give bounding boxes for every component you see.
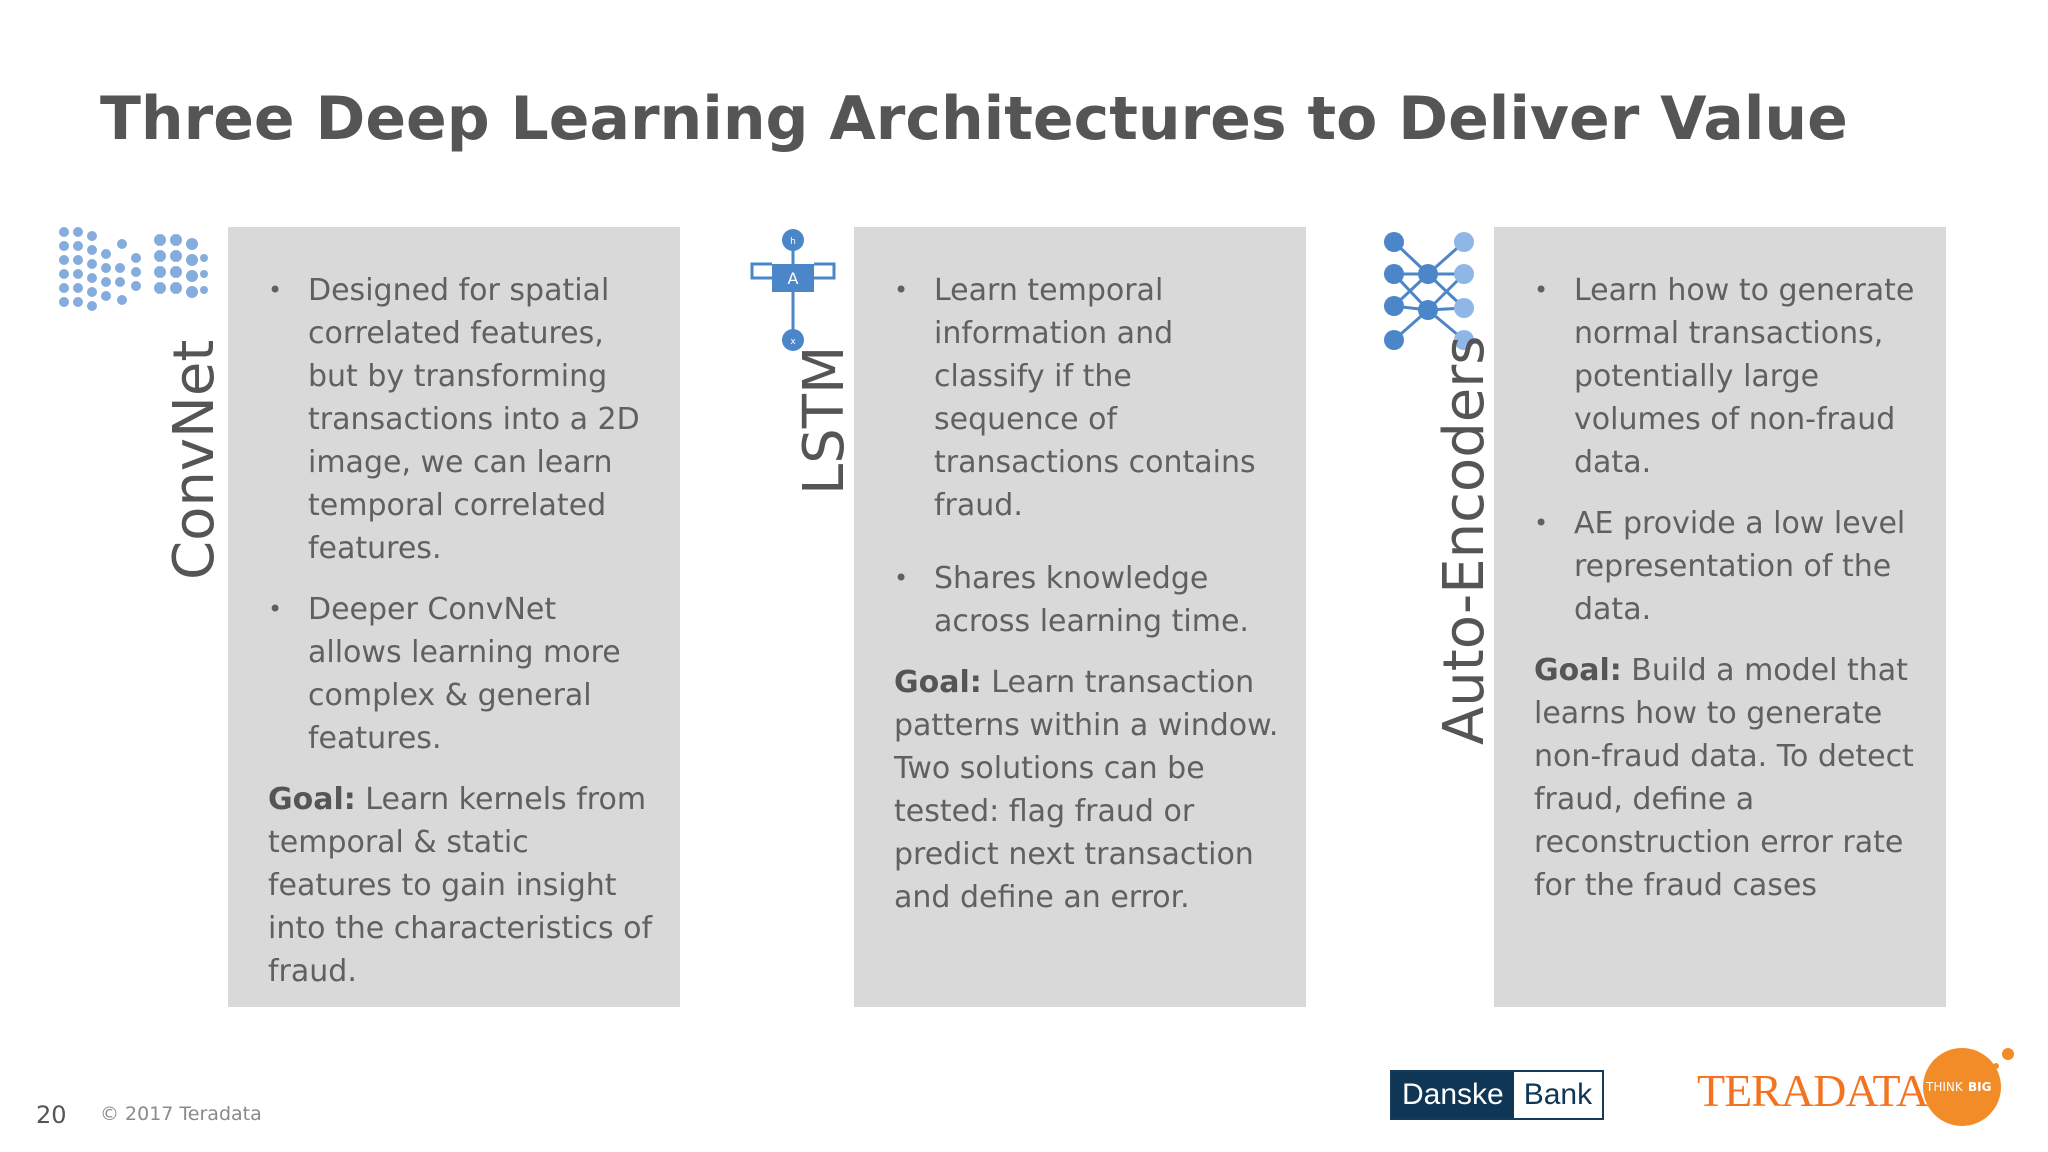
convnet-network-icon [59, 227, 208, 311]
auto-encoders-bullet-2: AE provide a low level representation of… [1534, 502, 1922, 631]
lstm-panel: Learn temporal information and classify … [854, 227, 1306, 1007]
svg-text:x: x [790, 337, 796, 347]
lstm-goal: Goal: Learn transaction patterns within … [894, 661, 1282, 919]
thinkbig-logo: THINK BIG [1923, 1048, 2014, 1126]
lstm-label: LSTM [792, 345, 857, 495]
goal-text: Learn transaction patterns within a wind… [894, 665, 1279, 915]
lstm-bullet-1: Learn temporal information and classify … [894, 269, 1282, 527]
danske-bank-logo: Danske Bank [1390, 1070, 1605, 1120]
lstm-cell-letter: A [788, 269, 799, 288]
goal-text: Build a model that learns how to generat… [1534, 653, 1914, 903]
goal-label: Goal: [894, 665, 982, 700]
lstm-cell-icon: h A x [750, 229, 836, 351]
thinkbig-left-text: THINK [1925, 1080, 1964, 1094]
auto-encoders-goal: Goal: Build a model that learns how to g… [1534, 649, 1922, 907]
convnet-goal: Goal: Learn kernels from temporal & stat… [268, 778, 656, 993]
auto-encoders-bullet-1: Learn how to generate normal transaction… [1534, 269, 1922, 484]
auto-encoders-label: Auto-Encoders [1432, 335, 1497, 745]
bank-logo-text: Bank [1513, 1072, 1603, 1118]
slide-title: Three Deep Learning Architectures to Del… [100, 84, 1848, 154]
convnet-bullet-1: Designed for spatial correlated features… [268, 269, 656, 570]
danske-logo-text: Danske [1392, 1072, 1514, 1118]
copyright: © 2017 Teradata [100, 1103, 262, 1125]
svg-text:h: h [790, 237, 796, 247]
goal-text: Learn kernels from temporal & static fea… [268, 782, 653, 989]
convnet-panel: Designed for spatial correlated features… [228, 227, 680, 1007]
autoencoder-network-icon [1384, 232, 1474, 350]
convnet-label: ConvNet [162, 339, 227, 580]
teradata-logo: TERADATA. [1697, 1065, 1940, 1116]
goal-label: Goal: [1534, 653, 1622, 688]
page-number: 20 [36, 1101, 67, 1129]
convnet-bullet-2: Deeper ConvNet allows learning more comp… [268, 588, 656, 760]
thinkbig-right-text: BIG [1968, 1080, 1991, 1094]
auto-encoders-panel: Learn how to generate normal transaction… [1494, 227, 1946, 1007]
goal-label: Goal: [268, 782, 356, 817]
lstm-bullet-2: Shares knowledge across learning time. [894, 557, 1282, 643]
